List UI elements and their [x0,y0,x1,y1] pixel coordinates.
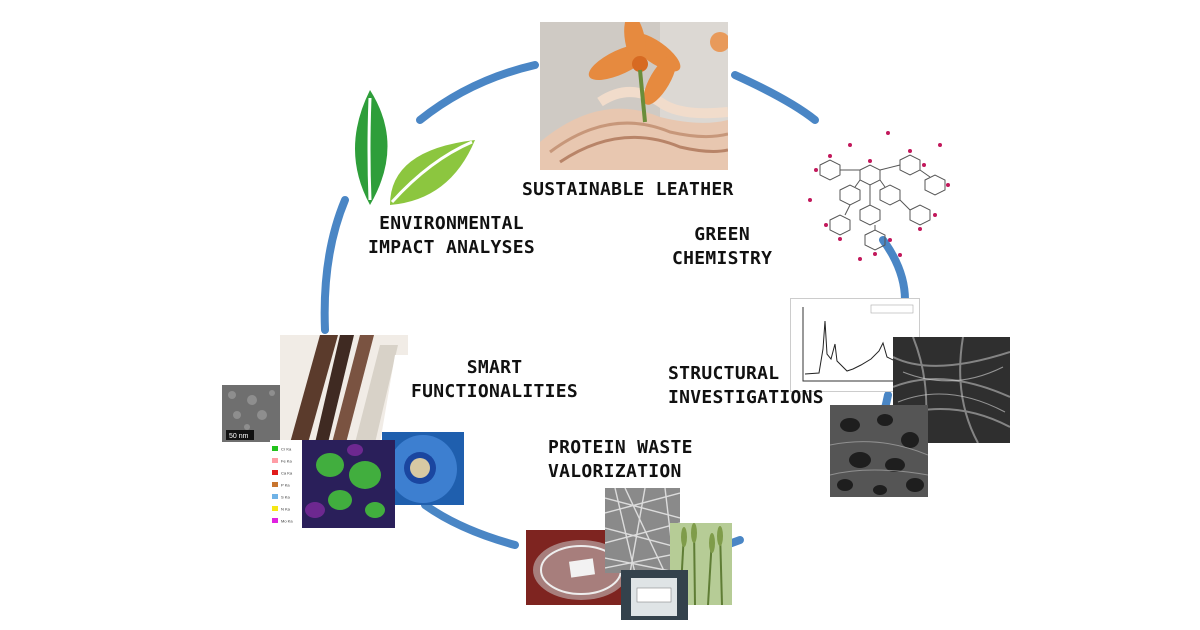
leaf-icon [355,90,475,205]
environmental-impact-label: ENVIRONMENTAL IMPACT ANALYSES [368,212,535,260]
structural-investigations-label: STRUCTURAL INVESTIGATIONS [668,362,824,410]
structural-investigations-line-1: STRUCTURAL [668,363,780,384]
molecule-structure-graphic [808,131,950,261]
edx-legend-item: N Ka [281,507,291,512]
sem-micrograph-lower [830,405,928,497]
protein-waste-line-2: VALORIZATION [548,461,682,482]
wheat-field-photo [670,523,732,605]
sustainable-leather-text: SUSTAINABLE LEATHER [522,179,734,200]
protein-waste-line-1: PROTEIN WASTE [548,437,693,458]
structural-investigations-line-2: INVESTIGATIONS [668,387,824,408]
green-chemistry-line-1: GREEN [694,224,750,245]
edx-legend-item: Mo Ka [281,519,293,524]
edx-legend-item: Fe Ka [281,459,292,464]
protein-waste-valorization-label: PROTEIN WASTE VALORIZATION [548,436,693,484]
sample-container-photo [621,570,688,620]
nanostructure-sem-image: 50 nm [222,385,282,442]
leather-flower-photo [540,22,728,170]
fibre-mesh-sem-image [605,488,680,573]
environmental-impact-line-2: IMPACT ANALYSES [368,237,536,258]
edx-legend-item: P Ka [281,483,290,488]
edx-legend-item: Cr Ka [281,447,292,452]
smart-functionalities-label: SMART FUNCTIONALITIES [411,356,578,404]
sem-micrograph-upper [893,337,1010,443]
edx-elemental-map: Cr Ka Fe Ka Ca Ka P Ka S Ka N Ka Mo Ka [270,440,395,528]
smart-functionalities-line-1: SMART [466,357,523,378]
sustainable-leather-label: SUSTAINABLE LEATHER [522,178,734,202]
micrograph-scale-text: 50 nm [229,433,249,440]
edx-legend-item: S Ka [281,495,290,500]
smart-functionalities-line-2: FUNCTIONALITIES [411,381,579,402]
green-chemistry-label: GREEN CHEMISTRY [672,223,772,271]
antibacterial-petri-dish-photo [382,432,464,505]
environmental-impact-line-1: ENVIRONMENTAL [379,213,524,234]
leather-samples-photo [280,335,408,443]
green-chemistry-line-2: CHEMISTRY [672,248,773,269]
edx-legend-item: Ca Ka [281,471,293,476]
